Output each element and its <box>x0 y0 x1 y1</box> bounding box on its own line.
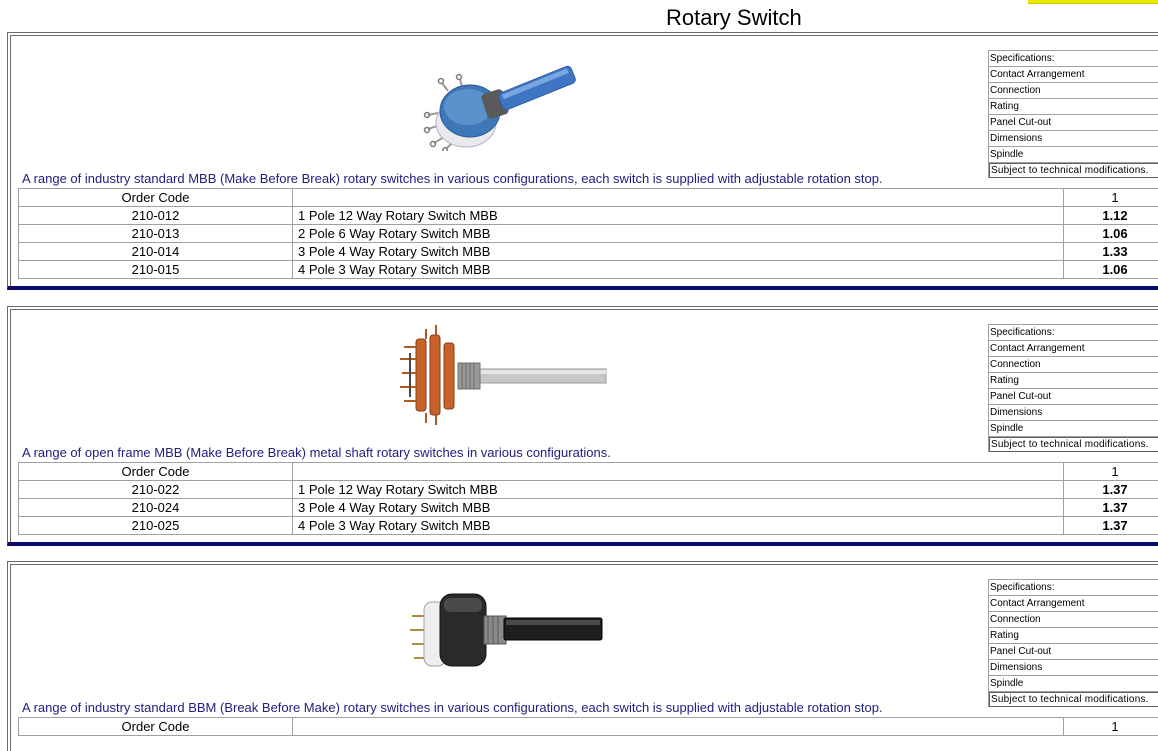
header-quantity-1: 1 <box>1064 463 1158 481</box>
spec-label: Specifications: <box>989 51 1158 67</box>
order-code: 210-013 <box>19 225 293 243</box>
spec-label: Spindle <box>989 147 1158 163</box>
order-code: 210-022 <box>19 481 293 499</box>
spec-label: Spindle <box>989 676 1158 692</box>
spec-label: Contact Arrangement <box>989 341 1158 357</box>
table-row[interactable]: 210-022 1 Pole 12 Way Rotary Switch MBB … <box>19 481 1158 499</box>
product-name: 1 Pole 12 Way Rotary Switch MBB <box>293 481 1064 499</box>
table-header-row: Order Code 1 <box>19 463 1158 481</box>
spec-label: Spindle <box>989 421 1158 437</box>
spec-label: Rating <box>989 373 1158 389</box>
spec-label: Contact Arrangement <box>989 596 1158 612</box>
table-row[interactable]: 210-024 3 Pole 4 Way Rotary Switch MBB 1… <box>19 499 1158 517</box>
header-description <box>293 189 1064 207</box>
product-price: 1.33 <box>1064 243 1158 261</box>
black-rotary-switch-photo <box>408 586 603 676</box>
specifications-panel: Specifications: Contact Arrangement Conn… <box>988 324 1158 452</box>
spec-label: Specifications: <box>989 325 1158 341</box>
open-frame-rotary-switch-photo <box>396 325 611 425</box>
product-price: 1.37 <box>1064 499 1158 517</box>
table-header-row: Order Code 1 <box>19 189 1158 207</box>
table-header-row: Order Code 1 <box>19 718 1158 736</box>
spec-label: Panel Cut-out <box>989 644 1158 660</box>
product-section: Specifications: Contact Arrangement Conn… <box>7 561 1158 751</box>
header-order-code: Order Code <box>19 189 293 207</box>
order-table: Order Code 1 210-022 1 Pole 12 Way Rotar… <box>18 462 1158 535</box>
header-description <box>293 718 1064 736</box>
order-code: 210-012 <box>19 207 293 225</box>
spec-label: Rating <box>989 628 1158 644</box>
spec-label: Dimensions <box>989 131 1158 147</box>
product-price: 1.37 <box>1064 517 1158 535</box>
product-name: 3 Pole 4 Way Rotary Switch MBB <box>293 243 1064 261</box>
spec-label: Connection <box>989 612 1158 628</box>
page-title: Rotary Switch <box>666 4 802 32</box>
spec-label: Dimensions <box>989 405 1158 421</box>
order-table: Order Code 1 <box>18 717 1158 736</box>
spec-label: Dimensions <box>989 660 1158 676</box>
order-code: 210-024 <box>19 499 293 517</box>
product-price: 1.06 <box>1064 225 1158 243</box>
table-row[interactable]: 210-013 2 Pole 6 Way Rotary Switch MBB 1… <box>19 225 1158 243</box>
spec-note: Subject to technical modifications. <box>989 163 1158 178</box>
spec-label: Rating <box>989 99 1158 115</box>
spec-note: Subject to technical modifications. <box>989 692 1158 707</box>
product-name: 4 Pole 3 Way Rotary Switch MBB <box>293 261 1064 279</box>
spec-label: Panel Cut-out <box>989 115 1158 131</box>
header-strip <box>1028 0 1158 4</box>
product-price: 1.37 <box>1064 481 1158 499</box>
header-quantity-1: 1 <box>1064 189 1158 207</box>
order-table: Order Code 1 210-012 1 Pole 12 Way Rotar… <box>18 188 1158 279</box>
spec-label: Contact Arrangement <box>989 67 1158 83</box>
product-name: 4 Pole 3 Way Rotary Switch MBB <box>293 517 1064 535</box>
header-order-code: Order Code <box>19 718 293 736</box>
specifications-panel: Specifications: Contact Arrangement Conn… <box>988 50 1158 178</box>
specifications-panel: Specifications: Contact Arrangement Conn… <box>988 579 1158 707</box>
product-name: 2 Pole 6 Way Rotary Switch MBB <box>293 225 1064 243</box>
product-description: A range of open frame MBB (Make Before B… <box>22 445 611 460</box>
spec-label: Panel Cut-out <box>989 389 1158 405</box>
table-row[interactable]: 210-014 3 Pole 4 Way Rotary Switch MBB 1… <box>19 243 1158 261</box>
table-row[interactable]: 210-012 1 Pole 12 Way Rotary Switch MBB … <box>19 207 1158 225</box>
table-row[interactable]: 210-025 4 Pole 3 Way Rotary Switch MBB 1… <box>19 517 1158 535</box>
product-name: 3 Pole 4 Way Rotary Switch MBB <box>293 499 1064 517</box>
order-code: 210-014 <box>19 243 293 261</box>
spec-label: Connection <box>989 83 1158 99</box>
header-order-code: Order Code <box>19 463 293 481</box>
spec-label: Connection <box>989 357 1158 373</box>
product-description: A range of industry standard BBM (Break … <box>22 700 883 715</box>
order-code: 210-015 <box>19 261 293 279</box>
product-price: 1.06 <box>1064 261 1158 279</box>
header-description <box>293 463 1064 481</box>
product-section: Specifications: Contact Arrangement Conn… <box>7 32 1158 290</box>
spec-label: Specifications: <box>989 580 1158 596</box>
product-section: Specifications: Contact Arrangement Conn… <box>7 306 1158 546</box>
product-price: 1.12 <box>1064 207 1158 225</box>
table-row[interactable]: 210-015 4 Pole 3 Way Rotary Switch MBB 1… <box>19 261 1158 279</box>
spec-note: Subject to technical modifications. <box>989 437 1158 452</box>
blue-rotary-switch-photo <box>418 51 578 151</box>
product-description: A range of industry standard MBB (Make B… <box>22 171 883 186</box>
header-quantity-1: 1 <box>1064 718 1158 736</box>
order-code: 210-025 <box>19 517 293 535</box>
product-name: 1 Pole 12 Way Rotary Switch MBB <box>293 207 1064 225</box>
